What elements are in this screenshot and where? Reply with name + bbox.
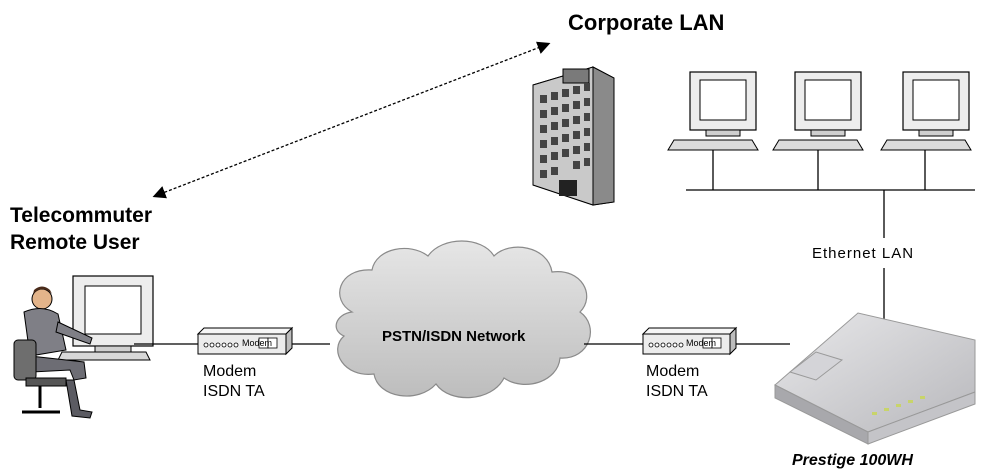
right-device-label: Modem ISDN TA [646,362,708,402]
building-icon [532,66,615,206]
telecommuter-label: Telecommuter Remote User [10,202,152,256]
left-modem-icon [196,326,294,356]
remote-pc-icon [57,275,154,361]
cloud-label: PSTN/ISDN Network [382,328,526,345]
telecommuter-line1: Telecommuter [10,204,152,227]
router-icon [774,312,976,445]
right-device-line2: ISDN TA [646,383,708,400]
right-device-line1: Modem [646,363,700,380]
corporate-pc-1-icon [667,71,759,151]
ethernet-bus [686,150,975,338]
ethernet-lan-label: Ethernet LAN [812,245,915,262]
corporate-pc-3-icon [880,71,972,151]
corporate-pc-2-icon [772,71,864,151]
pstn-cloud-icon [335,240,591,399]
right-modem-icon [641,326,738,356]
vpn-arrow [152,41,551,199]
corporate-lan-title: Corporate LAN [568,10,725,35]
left-device-line2: ISDN TA [203,383,265,400]
telecommuter-line2: Remote User [10,231,140,254]
right-modem-box-text: Modem [686,338,717,348]
left-modem-box-text: Modem [242,338,273,348]
left-device-label: Modem ISDN TA [203,362,265,402]
product-label: Prestige 100WH [792,452,913,469]
left-device-line1: Modem [203,363,257,380]
user-icon [13,286,93,419]
